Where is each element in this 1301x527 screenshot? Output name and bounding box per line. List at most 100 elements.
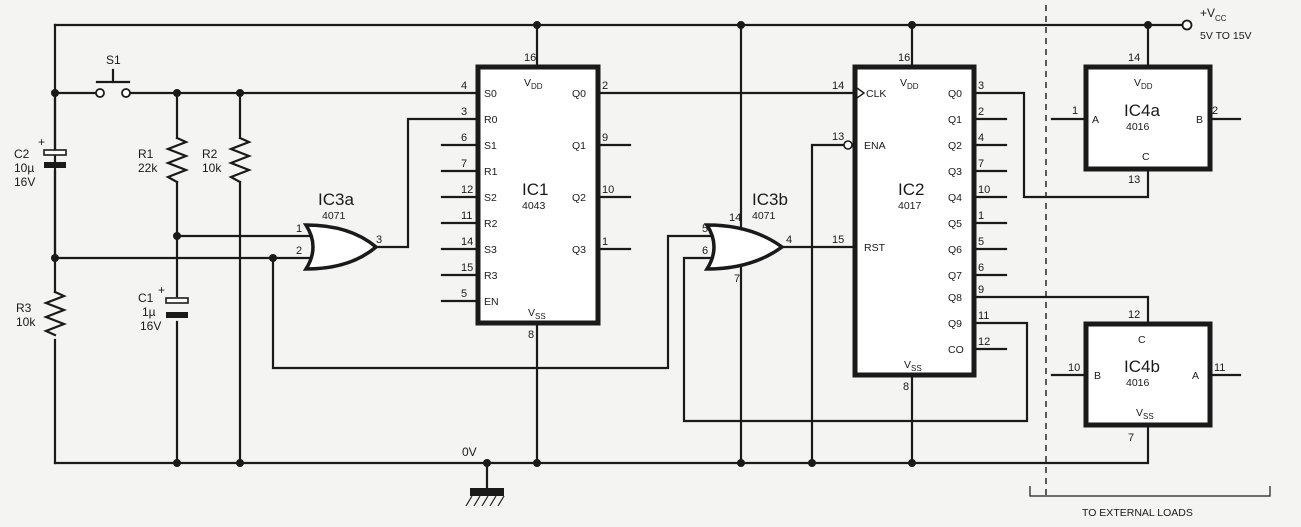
svg-text:10µ: 10µ	[14, 161, 34, 175]
ic2-pin-number: 9	[978, 284, 984, 296]
svg-text:10: 10	[1068, 362, 1080, 374]
svg-text:B: B	[1196, 114, 1203, 126]
gate-ic3b: IC3b 4071 14 7 5 6 4	[702, 190, 792, 285]
svg-text:8: 8	[903, 381, 909, 393]
vcc-range: 5V TO 15V	[1200, 30, 1252, 42]
svg-text:4: 4	[786, 234, 792, 246]
ic2-pin-label: Q7	[948, 270, 962, 282]
svg-text:4017: 4017	[898, 200, 922, 212]
svg-text:2: 2	[1212, 105, 1218, 117]
svg-text:TO EXTERNAL LOADS: TO EXTERNAL LOADS	[1082, 507, 1193, 519]
wires	[53, 23, 1184, 490]
ic1-pin-label: R1	[484, 166, 498, 178]
ic2-pin-label: Q6	[948, 244, 962, 256]
capacitor-c1: C1 + 1µ 16V	[138, 283, 189, 333]
svg-text:IC3a: IC3a	[318, 190, 354, 209]
ic1-pin-number: 1	[602, 236, 608, 248]
svg-text:7: 7	[734, 273, 740, 285]
svg-text:IC1: IC1	[522, 180, 548, 199]
ic2-pin-number: 5	[978, 236, 984, 248]
svg-text:6: 6	[702, 245, 708, 257]
ic1-pin-label: R3	[484, 270, 498, 282]
svg-text:B: B	[1094, 370, 1101, 382]
svg-text:C2: C2	[14, 147, 30, 161]
ic2-pin-label: Q1	[948, 114, 962, 126]
svg-text:1µ: 1µ	[142, 305, 156, 319]
ic1-vss: VSS	[528, 307, 546, 321]
ic2-pin-number: 11	[978, 310, 989, 322]
svg-text:10k: 10k	[16, 315, 36, 329]
ic2-vss: VSS	[904, 359, 922, 373]
svg-text:7: 7	[1128, 432, 1134, 444]
ic1-pin-number: 15	[461, 262, 473, 274]
ic1-pin-number: 6	[461, 132, 467, 144]
svg-text:IC4a: IC4a	[1124, 101, 1160, 120]
svg-text:12: 12	[1128, 309, 1140, 321]
ic1-pin-label: Q3	[572, 244, 586, 256]
gate-ic3a: IC3a 4071 1 2 3	[296, 190, 382, 271]
svg-text:R1: R1	[138, 147, 154, 161]
ground-label: 0V	[462, 445, 477, 459]
ic2-pin-number: 4	[978, 132, 984, 144]
ic1-pin-label: S3	[484, 244, 497, 256]
svg-text:3: 3	[376, 234, 382, 246]
resistor-r3: R3 10k	[16, 290, 68, 337]
ground-symbol	[465, 488, 505, 507]
ic2-pin-number: 7	[978, 158, 984, 170]
ic1-pin-number: 7	[461, 158, 467, 170]
resistor-r1: R1 22k	[138, 136, 190, 184]
svg-text:22k: 22k	[138, 161, 158, 175]
svg-text:R2: R2	[202, 147, 218, 161]
svg-text:4043: 4043	[522, 200, 546, 212]
ic1-pin-label: S0	[484, 88, 497, 100]
ic1-pin-number: 3	[461, 106, 467, 118]
ic1-pin-label: Q1	[572, 140, 586, 152]
ic1-pin-label: S1	[484, 140, 497, 152]
ic1-pin-number: 14	[461, 236, 473, 248]
svg-text:C: C	[1138, 334, 1146, 346]
svg-text:4071: 4071	[322, 210, 346, 222]
ic1-vdd: VDD	[524, 77, 543, 91]
ic2-pin-number: 10	[978, 184, 990, 196]
svg-text:A: A	[1092, 114, 1099, 126]
ic2-pin-number: 12	[978, 336, 990, 348]
svg-text:+: +	[38, 135, 45, 149]
ic2-pin-label: Q3	[948, 166, 962, 178]
ic2-pin-label: CO	[948, 344, 964, 356]
ic2-pin-number: 1	[978, 210, 984, 222]
ic2-pin-label: Q5	[948, 218, 962, 230]
resistor-r2: R2 10k	[202, 136, 253, 184]
svg-text:A: A	[1192, 370, 1199, 382]
junctions	[51, 21, 1152, 467]
svg-text:4016: 4016	[1126, 377, 1150, 389]
vcc-label: +VCC	[1200, 6, 1227, 23]
svg-text:C1: C1	[138, 291, 154, 305]
svg-text:IC3b: IC3b	[752, 190, 788, 209]
svg-text:2: 2	[296, 245, 302, 257]
ic1-pin-label: R0	[484, 114, 498, 126]
svg-text:16: 16	[524, 52, 536, 64]
svg-text:1: 1	[1072, 105, 1078, 117]
ic2-pin-number: 2	[978, 106, 984, 118]
ic4a-vdd: VDD	[1134, 77, 1153, 91]
ic2-pin-label: Q2	[948, 140, 962, 152]
svg-text:16V: 16V	[14, 175, 35, 189]
svg-text:S1: S1	[106, 53, 121, 67]
ic1-pin-number: 12	[461, 184, 473, 196]
ic1-pin-label: Q2	[572, 192, 586, 204]
ic2-pin-label: Q8	[948, 292, 962, 304]
ic1-pin-label: S2	[484, 192, 497, 204]
svg-text:13: 13	[1128, 174, 1140, 186]
ic2-pin-number: 3	[978, 80, 984, 92]
svg-text:5: 5	[702, 223, 708, 235]
svg-text:IC4b: IC4b	[1124, 357, 1160, 376]
svg-text:13: 13	[832, 131, 844, 143]
svg-text:8: 8	[528, 329, 534, 341]
svg-text:14: 14	[832, 80, 844, 92]
ic4b-4016: IC4b 4016 C 12 B 10 A 11 VSS 7	[1050, 309, 1242, 444]
svg-text:4071: 4071	[752, 210, 776, 222]
ic1-pin-number: 11	[461, 210, 472, 222]
ic2-4017: IC2 4017 VDD VSS 16 8 CLK 14 ENA 13 RST …	[832, 52, 1008, 393]
ic4b-vss: VSS	[1136, 407, 1154, 421]
